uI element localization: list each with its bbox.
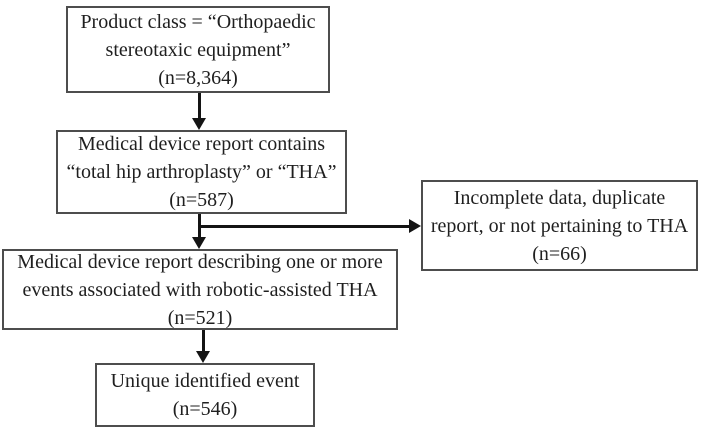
flow-box-unique-event: Unique identified event (n=546)	[95, 363, 315, 427]
box-count-line: (n=521)	[167, 306, 233, 329]
box-text-line: report, or not pertaining to THA	[430, 214, 689, 237]
flow-box-robotic-assisted-tha: Medical device report describing one or …	[2, 249, 398, 330]
box-text-line: Product class = “Orthopaedic	[80, 10, 316, 33]
arrow-line-describing-to-unique	[202, 330, 205, 351]
box-count-line: (n=587)	[169, 189, 234, 211]
box-text-line: Medical device report describing one or …	[17, 250, 383, 273]
box-text-line: events associated with robotic-assisted …	[22, 278, 378, 301]
flow-box-product-class: Product class = “Orthopaedic stereotaxic…	[66, 6, 330, 93]
arrow-down-icon	[196, 351, 210, 363]
box-text-line: Unique identified event	[110, 370, 300, 392]
box-count-line: (n=8,364)	[158, 66, 238, 89]
flow-box-excluded-reports: Incomplete data, duplicate report, or no…	[421, 180, 698, 271]
flow-box-mdr-contains-tha: Medical device report contains “total hi…	[56, 130, 347, 214]
arrow-down-icon	[192, 237, 206, 249]
box-count-line: (n=66)	[532, 242, 587, 265]
box-text-line: stereotaxic equipment”	[105, 38, 291, 61]
arrow-right-icon	[409, 219, 421, 233]
box-text-line: Medical device report contains	[77, 133, 326, 155]
arrow-line-product-to-contains	[198, 93, 201, 118]
arrow-line-branch-to-excluded	[199, 225, 409, 228]
box-text-line: Incomplete data, duplicate	[453, 186, 666, 209]
arrow-down-icon	[192, 118, 206, 130]
box-count-line: (n=546)	[172, 398, 238, 420]
box-text-line: “total hip arthroplasty” or “THA”	[66, 161, 337, 183]
